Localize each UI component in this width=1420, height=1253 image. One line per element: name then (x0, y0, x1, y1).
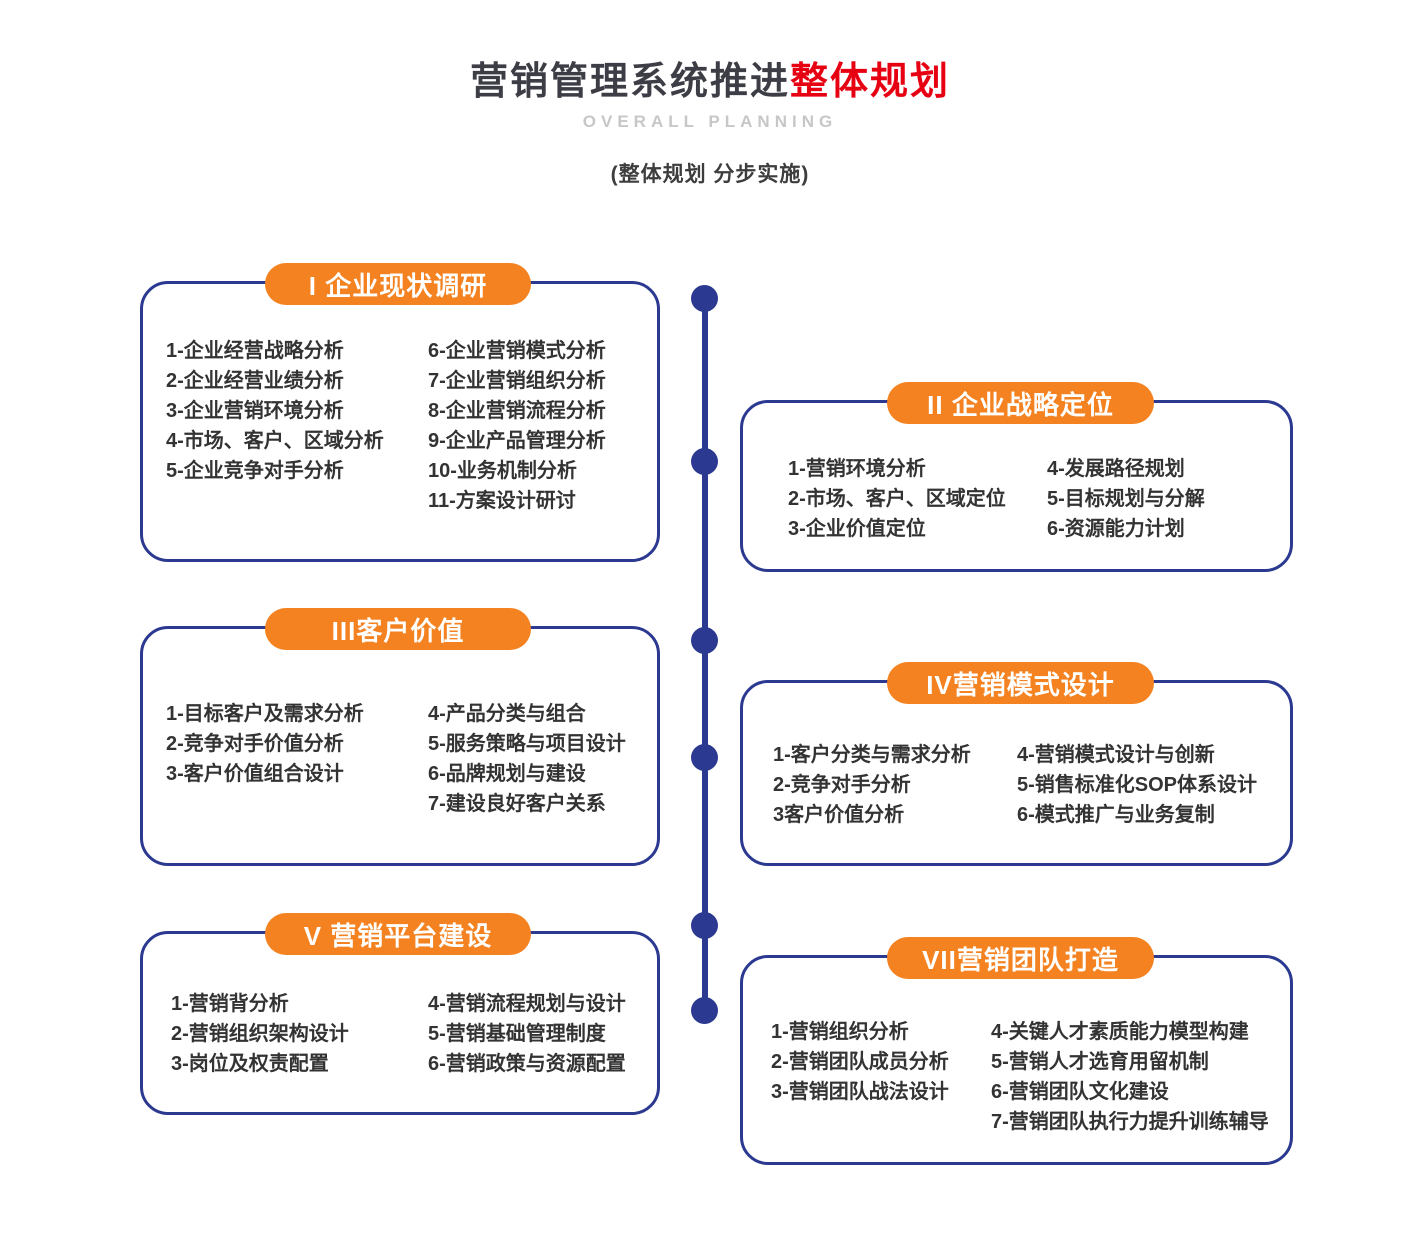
list-item: 6-营销团队文化建设 (991, 1081, 1169, 1103)
list-item: 3-岗位及权责配置 (171, 1053, 329, 1075)
list-item: 6-资源能力计划 (1047, 518, 1185, 540)
list-item: 4-产品分类与组合 (428, 703, 586, 725)
list-item: 2-企业经营业绩分析 (166, 370, 344, 392)
section-header-marketing-team: VII营销团队打造 (887, 937, 1154, 979)
timeline-dot-5 (691, 912, 718, 939)
list-item: 3-客户价值组合设计 (166, 763, 344, 785)
list-item: 5-企业竞争对手分析 (166, 460, 344, 482)
list-item: 10-业务机制分析 (428, 460, 577, 482)
list-item: 7-营销团队执行力提升训练辅导 (991, 1111, 1269, 1133)
section-3-column-1: 1-目标客户及需求分析 2-竞争对手价值分析 3-客户价值组合设计 (166, 699, 364, 789)
list-item: 5-营销基础管理制度 (428, 1023, 606, 1045)
list-item: 3-企业营销环境分析 (166, 400, 344, 422)
list-item: 5-服务策略与项目设计 (428, 733, 626, 755)
section-header-customer-value: III客户价值 (265, 608, 531, 650)
section-header-current-state-survey: I 企业现状调研 (265, 263, 531, 305)
list-item: 6-品牌规划与建设 (428, 763, 586, 785)
title-main: 营销管理系统推进 (469, 61, 790, 103)
section-6-column-1: 1-营销组织分析 2-营销团队成员分析 3-营销团队战法设计 (771, 1017, 949, 1107)
section-4-column-1: 1-客户分类与需求分析 2-竞争对手分析 3客户价值分析 (773, 740, 971, 830)
list-item: 3-营销团队战法设计 (771, 1081, 949, 1103)
list-item: 1-企业经营战略分析 (166, 340, 344, 362)
section-box-strategy-positioning: II 企业战略定位 1-营销环境分析 2-市场、客户、区域定位 3-企业价值定位… (740, 382, 1293, 572)
section-2-column-2: 4-发展路径规划 5-目标规划与分解 6-资源能力计划 (1047, 454, 1205, 544)
list-item: 5-销售标准化SOP体系设计 (1017, 774, 1258, 796)
timeline-dot-1 (691, 285, 718, 312)
list-item: 4-关键人才素质能力模型构建 (991, 1021, 1249, 1043)
page-title: 营销管理系统推进整体规划 (0, 50, 1420, 105)
list-item: 5-目标规划与分解 (1047, 488, 1205, 510)
timeline-line (702, 298, 708, 1010)
list-item: 2-营销组织架构设计 (171, 1023, 349, 1045)
list-item: 1-目标客户及需求分析 (166, 703, 364, 725)
list-item: 6-模式推广与业务复制 (1017, 804, 1215, 826)
section-2-column-1: 1-营销环境分析 2-市场、客户、区域定位 3-企业价值定位 (788, 454, 1006, 544)
section-box-marketing-model-design: IV营销模式设计 1-客户分类与需求分析 2-竞争对手分析 3客户价值分析 4-… (740, 662, 1293, 866)
section-header-marketing-model-design: IV营销模式设计 (887, 662, 1154, 704)
list-item: 11-方案设计研讨 (428, 490, 576, 512)
section-box-marketing-team: VII营销团队打造 1-营销组织分析 2-营销团队成员分析 3-营销团队战法设计… (740, 937, 1293, 1165)
section-box-current-state-survey: I 企业现状调研 1-企业经营战略分析 2-企业经营业绩分析 3-企业营销环境分… (140, 263, 660, 562)
list-item: 7-企业营销组织分析 (428, 370, 606, 392)
section-header-marketing-platform: V 营销平台建设 (265, 913, 531, 955)
list-item: 1-营销环境分析 (788, 458, 926, 480)
timeline-dot-2 (691, 448, 718, 475)
list-item: 7-建设良好客户关系 (428, 793, 606, 815)
timeline-dot-3 (691, 627, 718, 654)
section-box-marketing-platform: V 营销平台建设 1-营销背分析 2-营销组织架构设计 3-岗位及权责配置 4-… (140, 913, 660, 1115)
list-item: 4-发展路径规划 (1047, 458, 1185, 480)
list-item: 9-企业产品管理分析 (428, 430, 606, 452)
tagline: (整体规划 分步实施) (610, 163, 810, 186)
timeline-dot-6 (691, 997, 718, 1024)
section-4-column-2: 4-营销模式设计与创新 5-销售标准化SOP体系设计 6-模式推广与业务复制 (1017, 740, 1257, 830)
section-box-customer-value: III客户价值 1-目标客户及需求分析 2-竞争对手价值分析 3-客户价值组合设… (140, 608, 660, 866)
section-header-strategy-positioning: II 企业战略定位 (887, 382, 1154, 424)
list-item: 2-营销团队成员分析 (771, 1051, 949, 1073)
subtitle: OVERALL PLANNING (582, 112, 838, 131)
list-item: 4-市场、客户、区域分析 (166, 430, 384, 452)
list-item: 2-市场、客户、区域定位 (788, 488, 1006, 510)
timeline-dot-4 (691, 744, 718, 771)
list-item: 1-营销背分析 (171, 993, 289, 1015)
section-1-column-2: 6-企业营销模式分析 7-企业营销组织分析 8-企业营销流程分析 9-企业产品管… (428, 336, 606, 516)
list-item: 3-企业价值定位 (788, 518, 926, 540)
title-accent: 整体规划 (790, 61, 951, 103)
list-item: 2-竞争对手价值分析 (166, 733, 344, 755)
list-item: 4-营销模式设计与创新 (1017, 744, 1215, 766)
list-item: 2-竞争对手分析 (773, 774, 911, 796)
list-item: 6-企业营销模式分析 (428, 340, 606, 362)
list-item: 5-营销人才选育用留机制 (991, 1051, 1209, 1073)
section-3-column-2: 4-产品分类与组合 5-服务策略与项目设计 6-品牌规划与建设 7-建设良好客户… (428, 699, 626, 819)
list-item: 1-营销组织分析 (771, 1021, 909, 1043)
list-item: 1-客户分类与需求分析 (773, 744, 971, 766)
list-item: 4-营销流程规划与设计 (428, 993, 626, 1015)
section-5-column-1: 1-营销背分析 2-营销组织架构设计 3-岗位及权责配置 (171, 989, 349, 1079)
list-item: 6-营销政策与资源配置 (428, 1053, 626, 1075)
list-item: 8-企业营销流程分析 (428, 400, 606, 422)
list-item: 3客户价值分析 (773, 804, 905, 826)
section-6-column-2: 4-关键人才素质能力模型构建 5-营销人才选育用留机制 6-营销团队文化建设 7… (991, 1017, 1269, 1137)
section-1-column-1: 1-企业经营战略分析 2-企业经营业绩分析 3-企业营销环境分析 4-市场、客户… (166, 336, 384, 486)
section-5-column-2: 4-营销流程规划与设计 5-营销基础管理制度 6-营销政策与资源配置 (428, 989, 626, 1079)
